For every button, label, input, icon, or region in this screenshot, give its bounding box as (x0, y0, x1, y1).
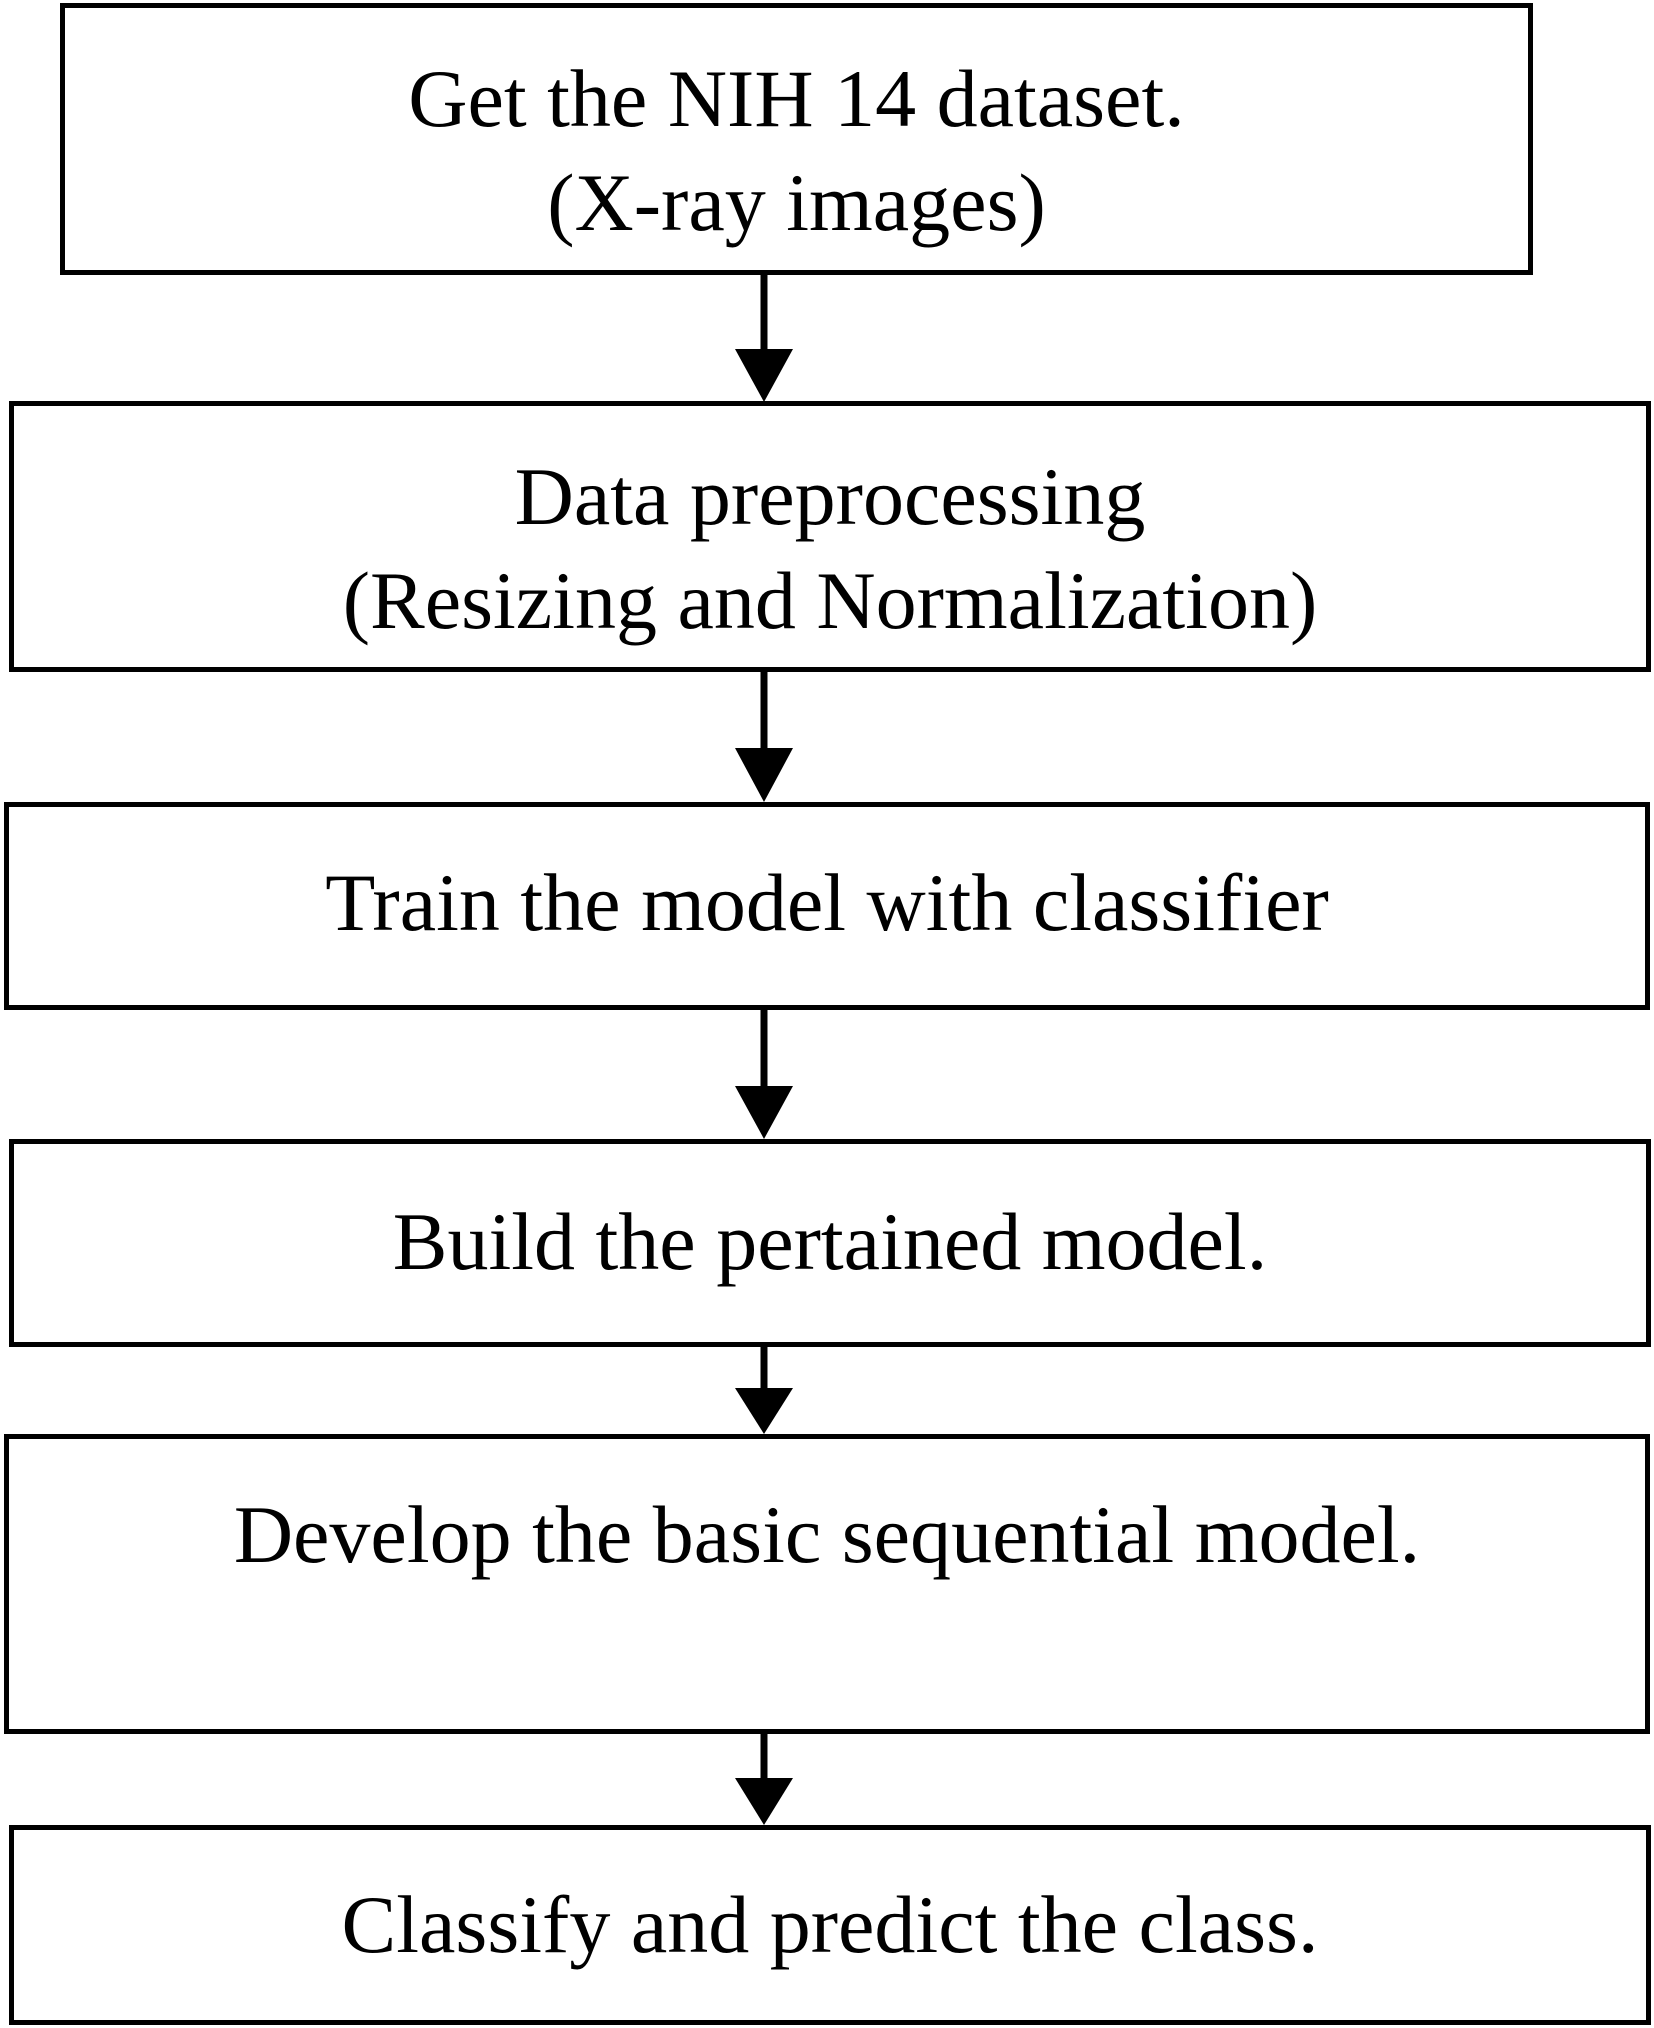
step-text-line: (X-ray images) (547, 157, 1046, 248)
flow-arrow (733, 275, 795, 402)
flow-arrow (733, 1734, 795, 1825)
step-box-classify-predict: Classify and predict the class. (9, 1825, 1651, 2025)
step-text-line: Train the model with classifier (325, 857, 1329, 948)
step-text-line: Build the pertained model. (392, 1196, 1268, 1287)
flow-arrow (733, 1010, 795, 1139)
step-text-line: (Resizing and Normalization) (342, 555, 1318, 646)
step-text-line: Develop the basic sequential model. (233, 1489, 1421, 1580)
step-box-build-pretrained-model: Build the pertained model. (9, 1139, 1651, 1347)
step-box-develop-sequential-model: Develop the basic sequential model. (4, 1434, 1650, 1734)
step-text-line: Get the NIH 14 dataset. (408, 53, 1185, 144)
flow-arrow (733, 1347, 795, 1434)
step-box-data-preprocessing: Data preprocessing (Resizing and Normali… (9, 401, 1651, 672)
step-box-get-dataset: Get the NIH 14 dataset. (X-ray images) (60, 3, 1533, 275)
step-box-train-model: Train the model with classifier (4, 802, 1650, 1010)
flow-arrow (733, 672, 795, 802)
step-text-line: Data preprocessing (514, 451, 1146, 542)
step-text-line: Classify and predict the class. (341, 1879, 1319, 1970)
